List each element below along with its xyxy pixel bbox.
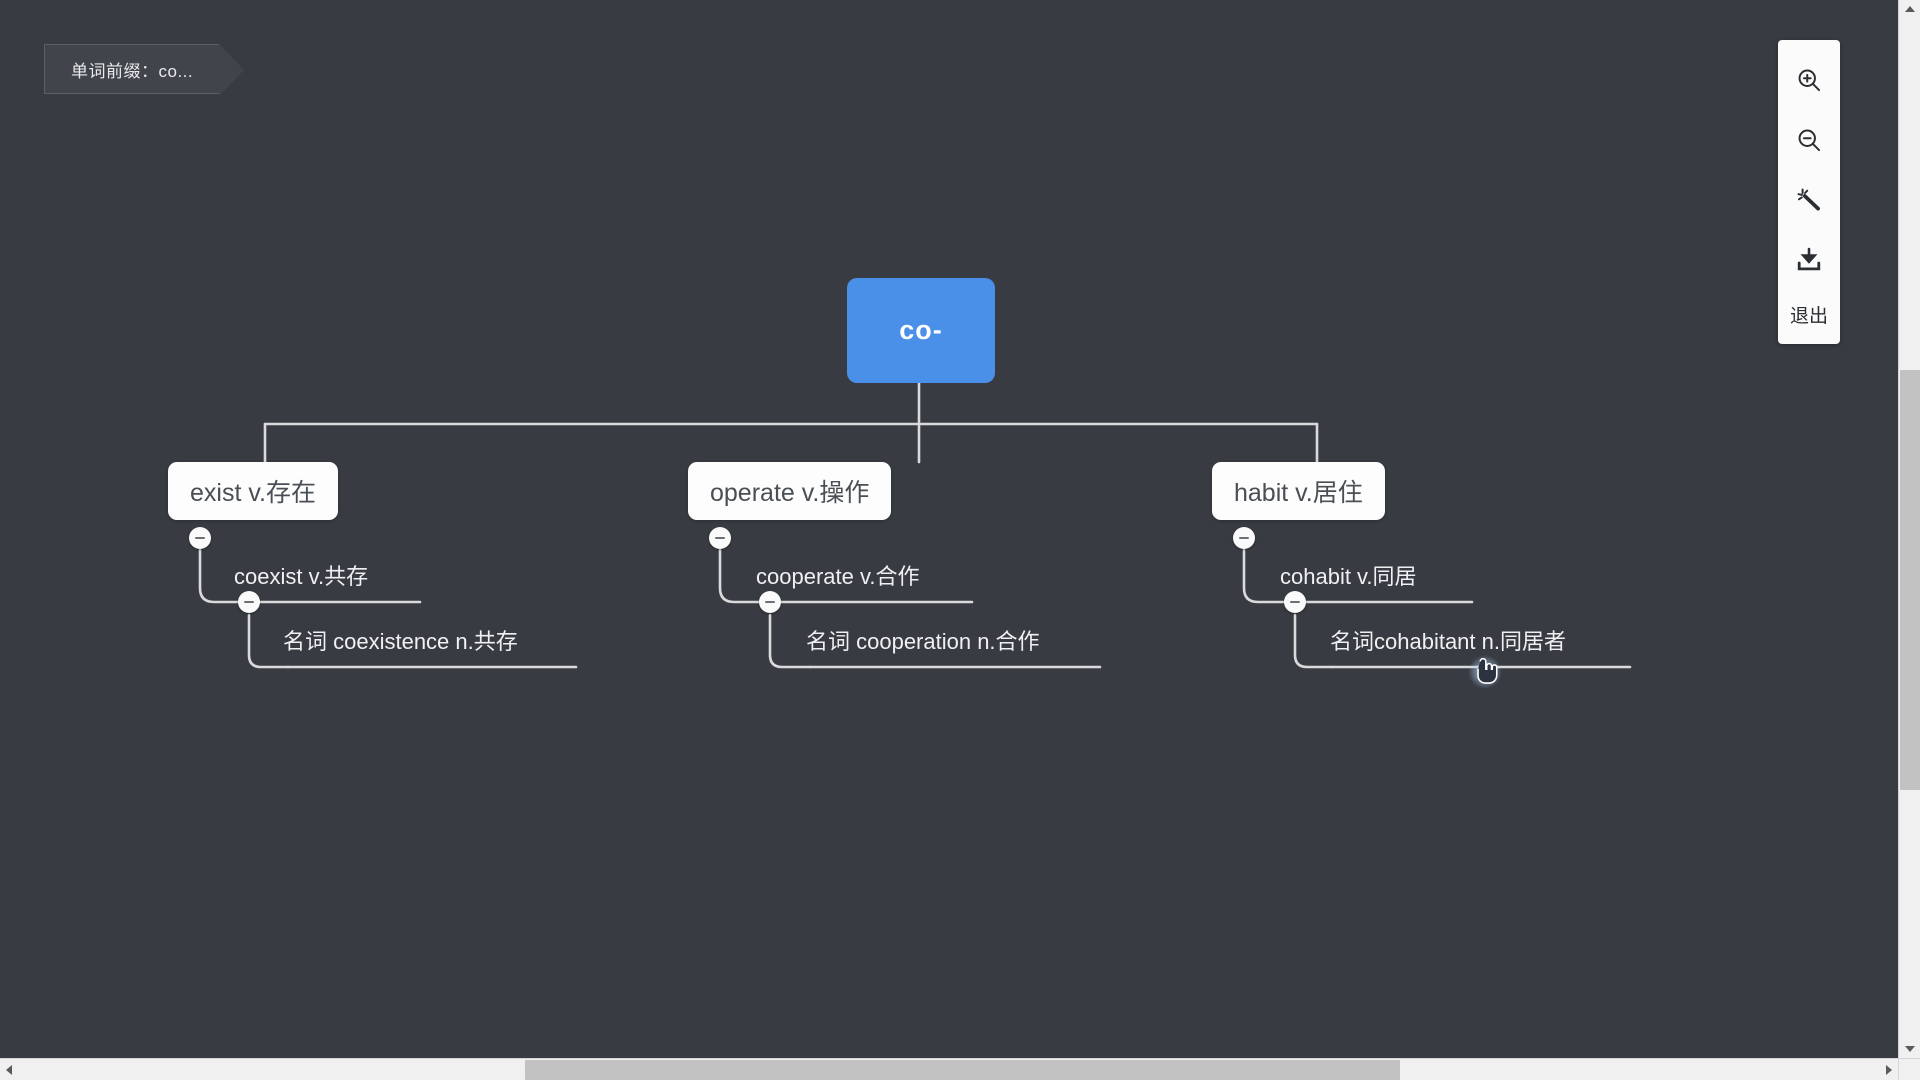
- canvas-toolbar[interactable]: 退出: [1778, 40, 1840, 344]
- breadcrumb-arrow: [219, 44, 245, 96]
- mindmap-node-cooperate[interactable]: cooperate v.合作: [756, 564, 920, 589]
- collapse-toggle-exist[interactable]: [189, 527, 211, 549]
- connector-lines: [198, 381, 1632, 669]
- mindmap-node-habit[interactable]: habit v.居住: [1212, 462, 1385, 520]
- scroll-right-arrow[interactable]: [1880, 1059, 1898, 1080]
- zoom-in-icon[interactable]: [1778, 50, 1840, 110]
- vertical-scrollbar[interactable]: [1898, 0, 1920, 1058]
- scroll-down-arrow[interactable]: [1899, 1040, 1920, 1058]
- horizontal-scrollbar[interactable]: [0, 1058, 1898, 1080]
- scroll-up-arrow[interactable]: [1899, 0, 1920, 18]
- cursor-glow: [1468, 655, 1502, 689]
- mindmap-canvas[interactable]: co- exist v.存在 operate v.操作 habit v.居住 c…: [0, 0, 1898, 1058]
- collapse-toggle-cooperate[interactable]: [759, 591, 781, 613]
- vertical-scroll-thumb[interactable]: [1900, 370, 1920, 790]
- breadcrumb[interactable]: 单词前缀：co...: [44, 44, 247, 96]
- mouse-cursor: [1468, 655, 1502, 689]
- breadcrumb-label: 单词前缀：co...: [71, 61, 194, 81]
- mindmap-node-cohabit[interactable]: cohabit v.同居: [1280, 564, 1417, 589]
- horizontal-scroll-thumb[interactable]: [525, 1060, 1400, 1080]
- exit-button[interactable]: 退出: [1789, 305, 1828, 327]
- zoom-out-icon[interactable]: [1778, 110, 1840, 170]
- mindmap-node-coexist[interactable]: coexist v.共存: [234, 564, 369, 589]
- collapse-toggle-operate[interactable]: [709, 527, 731, 549]
- mindmap-node-cooperation[interactable]: 名词 cooperation n.合作: [806, 629, 1040, 654]
- magic-wand-icon[interactable]: [1778, 170, 1840, 230]
- collapse-toggle-habit[interactable]: [1233, 527, 1255, 549]
- scroll-left-arrow[interactable]: [0, 1059, 18, 1080]
- mindmap-node-exist[interactable]: exist v.存在: [168, 462, 338, 520]
- collapse-toggle-coexist[interactable]: [238, 591, 260, 613]
- mindmap-node-root[interactable]: co-: [847, 278, 995, 383]
- mindmap-node-operate[interactable]: operate v.操作: [688, 462, 892, 520]
- collapse-toggle-cohabit[interactable]: [1284, 591, 1306, 613]
- download-icon[interactable]: [1778, 230, 1840, 290]
- scrollbar-corner: [1898, 1058, 1920, 1080]
- mindmap-node-cohabitant[interactable]: 名词cohabitant n.同居者: [1330, 629, 1566, 654]
- mindmap-node-coexistence[interactable]: 名词 coexistence n.共存: [283, 629, 518, 654]
